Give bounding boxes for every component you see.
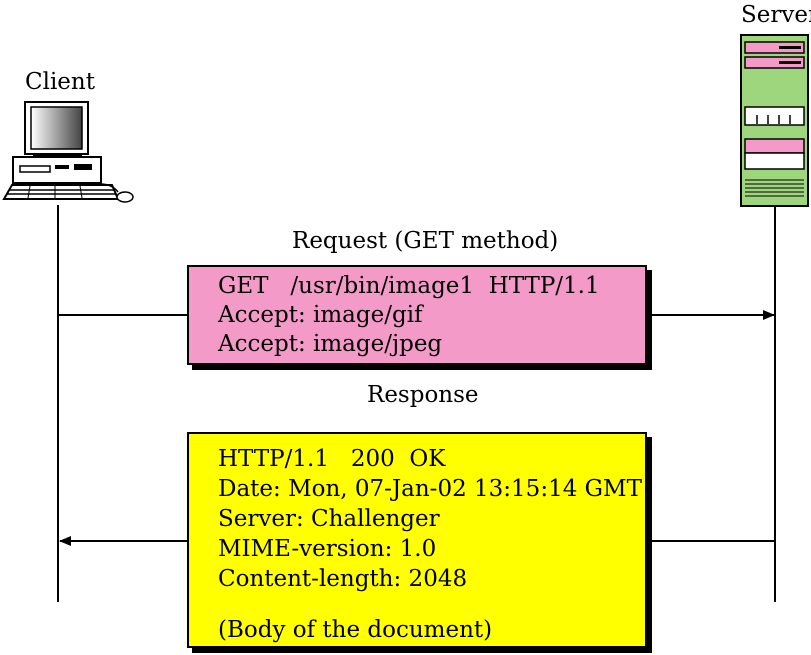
response-status-line: HTTP/1.1 200 OK	[218, 446, 446, 472]
request-line: GET /usr/bin/image1 HTTP/1.1	[218, 273, 600, 299]
response-body: (Body of the document)	[218, 617, 493, 643]
desktop-computer-icon	[2, 101, 134, 203]
response-header-line: Date: Mon, 07-Jan-02 13:15:14 GMT	[218, 476, 642, 502]
response-message-box: HTTP/1.1 200 OK Date: Mon, 07-Jan-02 13:…	[187, 432, 647, 648]
request-header-line: Accept: image/gif	[218, 302, 423, 328]
request-header-line: Accept: image/jpeg	[218, 331, 443, 357]
server-label: Server	[741, 2, 811, 28]
response-label: Response	[367, 382, 479, 408]
server-tower-icon	[740, 34, 809, 207]
response-header-line: MIME-version: 1.0	[218, 536, 437, 562]
request-label: Request (GET method)	[292, 228, 559, 254]
request-message-box: GET /usr/bin/image1 HTTP/1.1 Accept: ima…	[187, 265, 647, 365]
response-header-line: Content-length: 2048	[218, 566, 468, 592]
response-header-line: Server: Challenger	[218, 506, 440, 532]
client-label: Client	[25, 69, 95, 95]
